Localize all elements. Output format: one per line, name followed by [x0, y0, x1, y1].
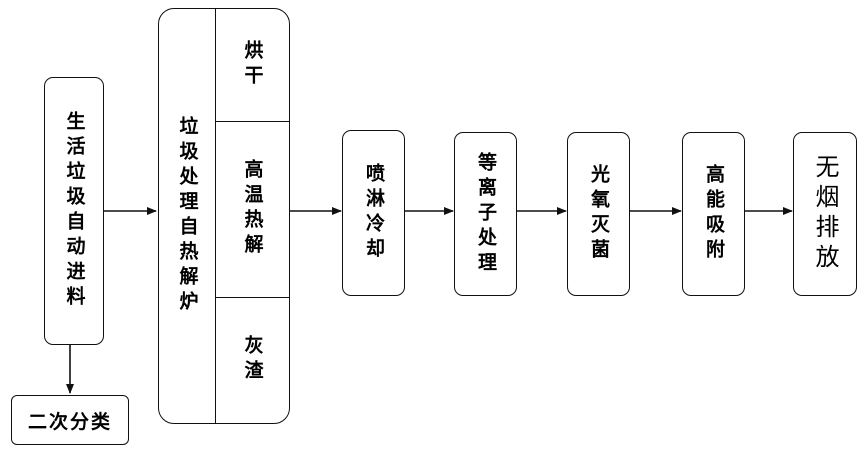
node-feed: 生活垃圾自动进料 [44, 77, 104, 345]
node-pyrolysis-label: 高温热解 [241, 159, 264, 259]
furnace-title-cell: 垃圾处理自热解炉 [159, 9, 216, 423]
node-adsorb-label: 高能吸附 [703, 164, 725, 264]
node-dry-label: 烘干 [241, 40, 264, 90]
node-plasma: 等离子处理 [454, 132, 517, 296]
node-ash-label: 灰渣 [241, 335, 264, 385]
node-feed-label: 生活垃圾自动进料 [63, 111, 86, 311]
node-furnace: 垃圾处理自热解炉 烘干 高温热解 灰渣 [158, 8, 290, 424]
node-photo: 光氧灭菌 [567, 132, 630, 296]
node-adsorb: 高能吸附 [682, 132, 745, 296]
furnace-section-pyrolysis: 高温热解 [215, 121, 289, 298]
node-furnace-label: 垃圾处理自热解炉 [176, 116, 199, 316]
furnace-section-ash: 灰渣 [215, 297, 289, 423]
node-plasma-label: 等离子处理 [475, 151, 497, 277]
node-sort-label: 二次分类 [27, 410, 112, 433]
node-emission: 无烟排放 [793, 132, 857, 296]
node-emission-label: 无烟排放 [811, 154, 839, 274]
node-spray-label: 喷淋冷却 [363, 163, 385, 263]
furnace-section-dry: 烘干 [215, 9, 289, 122]
node-sort: 二次分类 [11, 395, 129, 445]
node-spray: 喷淋冷却 [342, 130, 405, 296]
node-photo-label: 光氧灭菌 [588, 164, 610, 264]
